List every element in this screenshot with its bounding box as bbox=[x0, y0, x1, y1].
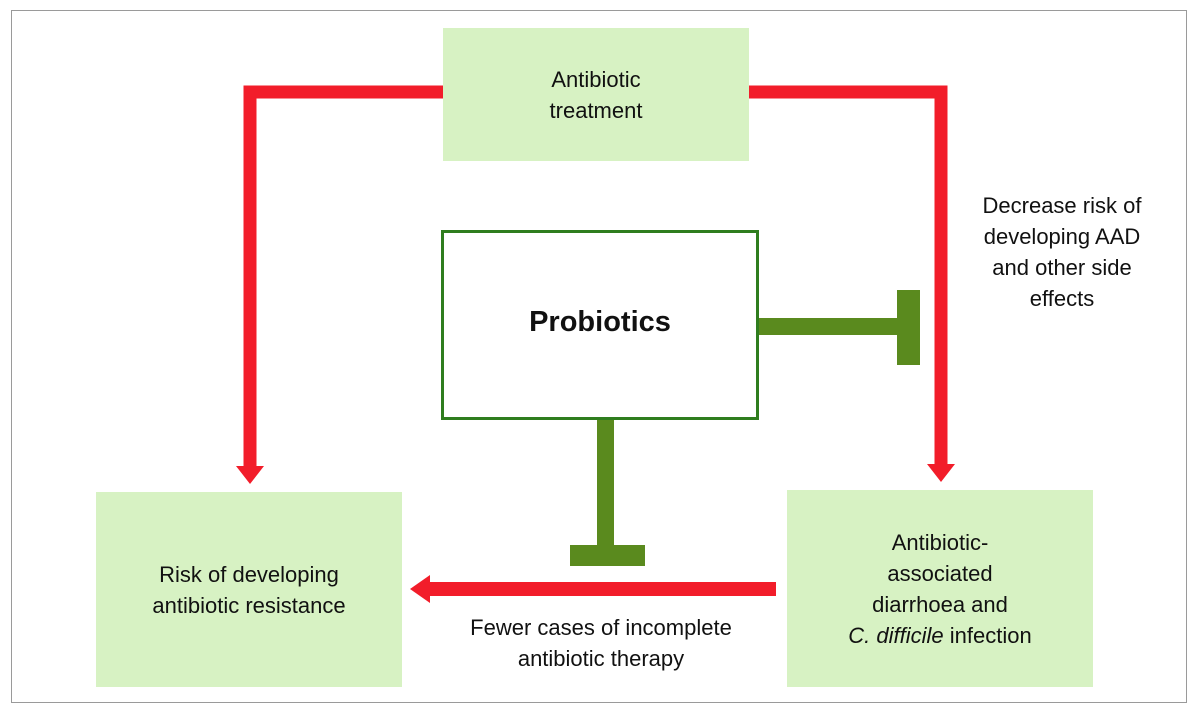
decrease-label-line3: and other side bbox=[992, 255, 1132, 280]
inhibitor-bar-bottom bbox=[570, 545, 645, 566]
decrease-label-line4: effects bbox=[1029, 286, 1095, 311]
arrowhead-aad bbox=[927, 464, 955, 482]
antibiotic-box-line2: treatment bbox=[549, 97, 643, 123]
aad-box: Antibiotic- associated diarrhoea and C. … bbox=[787, 490, 1093, 687]
resistance-box-line1: Risk of developing bbox=[159, 561, 339, 587]
inhibitor-stem-right bbox=[759, 318, 899, 335]
arrow-antibiotic-to-resistance bbox=[243, 85, 443, 468]
arrowhead-left bbox=[410, 575, 430, 603]
fewer-cases-label: Fewer cases of incomplete antibiotic the… bbox=[440, 612, 762, 674]
aad-box-line1: Antibiotic- bbox=[891, 529, 989, 555]
aad-box-species: C. difficile bbox=[848, 622, 944, 648]
aad-box-line4: C. difficile infection bbox=[830, 620, 1050, 651]
arrowhead-resistance bbox=[236, 466, 264, 484]
aad-box-line3: diarrhoea and bbox=[872, 591, 1008, 617]
figure-frame bbox=[11, 10, 1187, 703]
resistance-box-line2: antibiotic resistance bbox=[152, 592, 346, 618]
antibiotic-box-line1: Antibiotic bbox=[551, 66, 641, 92]
inhibitor-bar-right bbox=[897, 290, 920, 365]
arrow-antibiotic-to-aad bbox=[749, 85, 948, 466]
aad-box-line4-rest: infection bbox=[943, 622, 1032, 648]
fewer-label-line2: antibiotic therapy bbox=[517, 646, 685, 671]
decrease-label-line2: developing AAD bbox=[983, 224, 1141, 249]
decrease-label-line1: Decrease risk of bbox=[982, 193, 1142, 218]
antibiotic-treatment-box: Antibiotic treatment bbox=[443, 28, 749, 161]
decrease-risk-label: Decrease risk of developing AAD and othe… bbox=[966, 190, 1158, 314]
fewer-label-line1: Fewer cases of incomplete bbox=[470, 615, 732, 640]
probiotics-label: Probiotics bbox=[529, 305, 671, 338]
aad-box-line2: associated bbox=[887, 560, 993, 586]
inhibitor-stem-bottom bbox=[597, 420, 614, 547]
probiotics-box: Probiotics bbox=[441, 230, 759, 420]
antibiotic-resistance-box: Risk of developing antibiotic resistance bbox=[96, 492, 402, 687]
